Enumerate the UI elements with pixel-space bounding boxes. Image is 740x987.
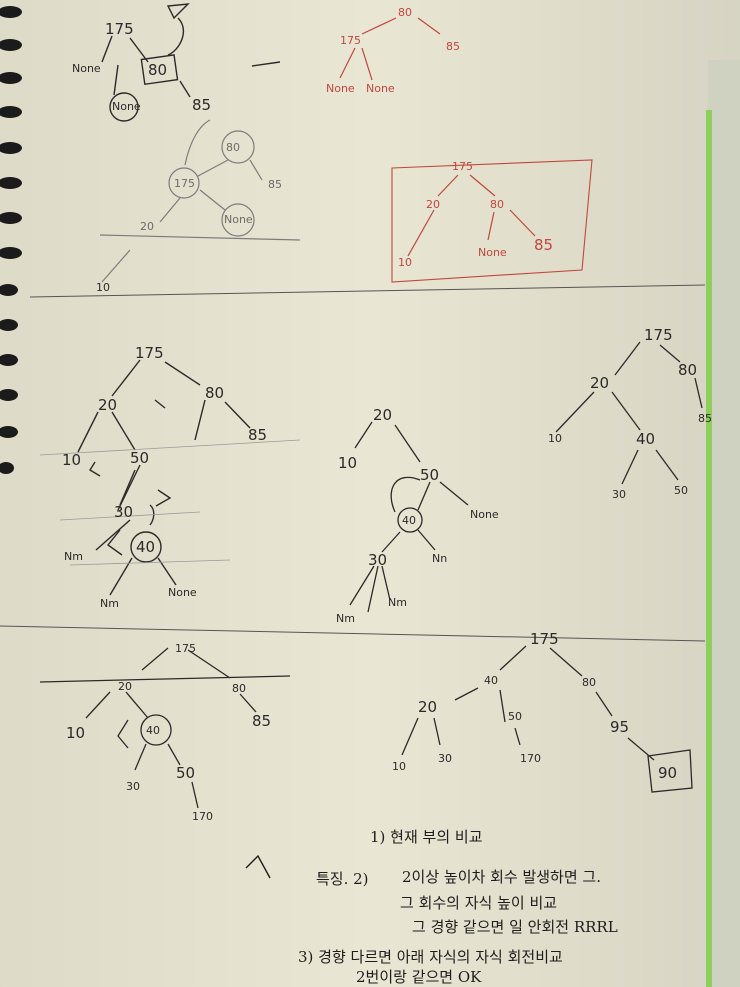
bl-node-30: 30	[126, 780, 140, 793]
bx-node-175: 175	[452, 160, 473, 173]
tl-none-b: None	[112, 100, 141, 113]
note-prefix: 특징. 2)	[316, 870, 369, 888]
mc-node-50: 50	[420, 466, 439, 484]
bottom-right-tree	[401, 645, 693, 793]
background-page	[708, 60, 740, 987]
br-node-175: 175	[530, 630, 559, 648]
bx-node-10: 10	[398, 256, 412, 269]
ml-node-80: 80	[205, 384, 224, 402]
br-node-80: 80	[582, 676, 596, 689]
ml-node-85: 85	[248, 426, 267, 444]
mr-node-30: 30	[612, 488, 626, 501]
bl-node-40: 40	[146, 724, 160, 737]
divider-line-1	[29, 284, 706, 298]
green-page-edge	[706, 110, 712, 987]
rs-node-175: 175	[174, 177, 195, 190]
mr-node-175: 175	[644, 326, 673, 344]
trr-node-80: 80	[398, 6, 412, 19]
ml-node-175: 175	[135, 344, 164, 362]
ml-none-a: Nm	[64, 550, 83, 563]
mr-node-50: 50	[674, 484, 688, 497]
mc-node-10: 10	[338, 454, 357, 472]
caret-mark	[245, 854, 271, 879]
br-node-20: 20	[418, 698, 437, 716]
br-node-95: 95	[610, 718, 629, 736]
boxed-tree	[391, 159, 593, 283]
rs-node-80: 80	[226, 141, 240, 154]
ml-node-40: 40	[136, 538, 155, 556]
tl-node-80: 80	[148, 61, 167, 79]
ml-node-50: 50	[130, 449, 149, 467]
bl-node-85: 85	[252, 712, 271, 730]
bx-node-80: 80	[490, 198, 504, 211]
note-line-6: 2번이랑 같으면 OK	[356, 968, 482, 986]
bx-none: None	[478, 246, 507, 259]
spiral-binding	[0, 6, 22, 474]
bx-node-85: 85	[534, 236, 553, 254]
note-line-4: 그 경향 같으면 일 안회전 RRRL	[412, 918, 618, 936]
mc-node-40: 40	[402, 514, 416, 527]
note-line-1: 1) 현재 부의 비교	[370, 828, 483, 846]
rs-node-85: 85	[268, 178, 282, 191]
ml-none-b: Nm	[100, 597, 119, 610]
bl-node-170: 170	[192, 810, 213, 823]
note-line-2: 2이상 높이차 회수 발생하면 그.	[402, 868, 601, 886]
bl-node-50: 50	[176, 764, 195, 782]
mc-none-a: None	[470, 508, 499, 521]
ml-node-30: 30	[114, 503, 133, 521]
rs-node-20: 20	[140, 220, 154, 233]
trr-node-175: 175	[340, 34, 361, 47]
mid-right-tree	[555, 341, 703, 485]
rotation-sketch	[99, 119, 301, 283]
bottom-left-tree	[39, 647, 291, 809]
mr-node-85: 85	[698, 412, 712, 425]
br-node-50: 50	[508, 710, 522, 723]
ml-node-20: 20	[98, 396, 117, 414]
mc-none-c: Nm	[336, 612, 355, 625]
br-node-10: 10	[392, 760, 406, 773]
trr-none-a: None	[326, 82, 355, 95]
note-line-3: 그 회수의 자식 높이 비교	[400, 894, 557, 912]
mr-node-40: 40	[636, 430, 655, 448]
bl-node-175: 175	[175, 642, 196, 655]
ml-node-10: 10	[62, 451, 81, 469]
bl-node-80: 80	[232, 682, 246, 695]
br-node-90: 90	[658, 764, 677, 782]
mid-left-scribble-lines	[39, 439, 301, 566]
mc-none-b: Nn	[432, 552, 447, 565]
top-left-tree	[101, 3, 281, 122]
tl-none-a: None	[72, 62, 101, 75]
trr-none-b: None	[366, 82, 395, 95]
top-right-red-tree	[339, 17, 441, 81]
mc-node-20: 20	[373, 406, 392, 424]
bl-node-20: 20	[118, 680, 132, 693]
ml-none-c: None	[168, 586, 197, 599]
bx-node-20: 20	[426, 198, 440, 211]
mc-none-d: Nm	[388, 596, 407, 609]
divider-line-2	[0, 625, 706, 642]
bl-node-10: 10	[66, 724, 85, 742]
br-node-170: 170	[520, 752, 541, 765]
mr-node-10: 10	[548, 432, 562, 445]
mr-node-80: 80	[678, 361, 697, 379]
mid-center-tree	[349, 421, 469, 613]
note-line-5: 3) 경향 다르면 아래 자식의 자식 회전비교	[298, 948, 563, 966]
rs-node-10: 10	[96, 281, 110, 294]
mc-node-30: 30	[368, 551, 387, 569]
rs-none: None	[224, 213, 253, 226]
tl-node-175: 175	[105, 20, 134, 38]
br-node-40: 40	[484, 674, 498, 687]
trr-node-85: 85	[446, 40, 460, 53]
br-node-30: 30	[438, 752, 452, 765]
tl-node-85: 85	[192, 96, 211, 114]
mr-node-20: 20	[590, 374, 609, 392]
